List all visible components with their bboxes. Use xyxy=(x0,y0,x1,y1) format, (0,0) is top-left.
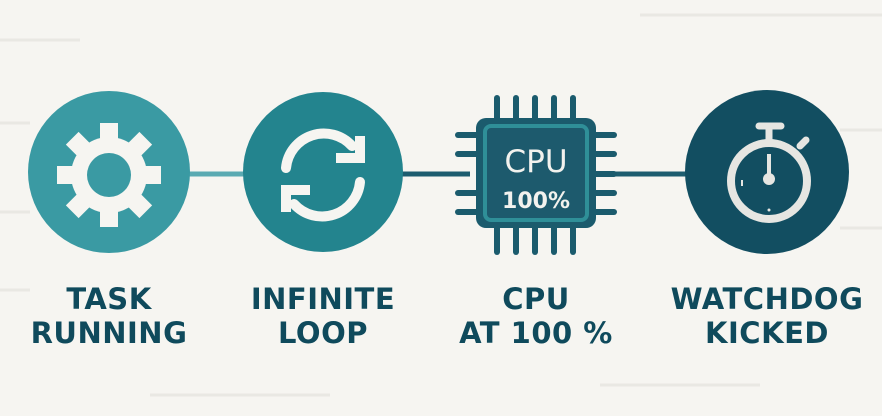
step-infinite-loop-circle xyxy=(243,92,403,252)
gear-icon xyxy=(57,123,161,227)
step-label-infinite-loop: INFINITE LOOP xyxy=(223,282,423,350)
refresh-loop-icon xyxy=(281,128,365,222)
background-traces xyxy=(0,13,882,397)
step-task-running-circle xyxy=(28,91,190,253)
chip-title: CPU xyxy=(504,144,567,180)
label-line: KICKED xyxy=(705,316,829,350)
label-line: TASK xyxy=(66,282,152,316)
label-line: AT 100 % xyxy=(459,316,613,350)
label-line: CPU xyxy=(502,282,570,316)
step-label-cpu: CPU AT 100 % xyxy=(436,282,636,350)
step-label-watchdog: WATCHDOG KICKED xyxy=(667,282,867,350)
label-line: WATCHDOG xyxy=(670,282,864,316)
step-label-task-running: TASK RUNNING xyxy=(9,282,209,350)
chip-value: 100% xyxy=(502,189,570,214)
cpu-chip-icon: CPU 100% xyxy=(455,95,617,255)
step-watchdog-circle xyxy=(685,90,849,254)
label-line: INFINITE xyxy=(250,282,396,316)
label-line: LOOP xyxy=(277,316,368,350)
label-line: RUNNING xyxy=(30,316,188,350)
stopwatch-icon xyxy=(727,122,811,223)
